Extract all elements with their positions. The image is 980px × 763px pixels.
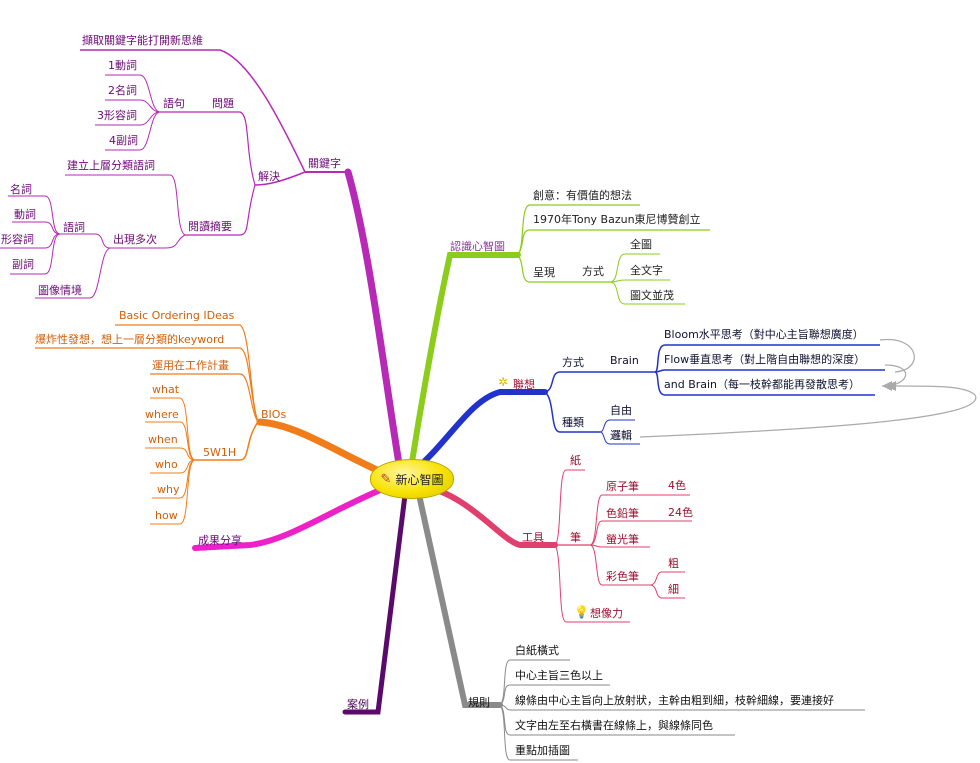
- topic-color-pencil[interactable]: 色鉛筆: [606, 507, 639, 520]
- topic-when[interactable]: when: [148, 433, 178, 446]
- topic-rule-3[interactable]: 線條由中心主旨向上放射狀，主幹由粗到細，枝幹細線，要連接好: [515, 694, 834, 707]
- topic-appear-multiple[interactable]: 出現多次: [113, 233, 157, 246]
- topic-imagination[interactable]: 想像力: [590, 607, 623, 620]
- branch-know: [409, 252, 521, 465]
- branch-cases: [342, 492, 408, 715]
- topic-tools[interactable]: 工具: [522, 531, 544, 544]
- topic-pen[interactable]: 筆: [570, 531, 581, 544]
- topic-explosive-ideas[interactable]: 爆炸性發想，想上一層分類的keyword: [35, 333, 225, 346]
- topic-ballpen[interactable]: 原子筆: [606, 480, 639, 493]
- topic-24-colors[interactable]: 24色: [668, 506, 693, 519]
- central-topic[interactable]: ✎ 新心智圖: [370, 459, 454, 499]
- topic-how[interactable]: how: [155, 509, 178, 522]
- topic-4-colors[interactable]: 4色: [668, 479, 686, 492]
- topic-where[interactable]: where: [145, 408, 179, 421]
- topic-adj[interactable]: 形容詞: [1, 233, 34, 246]
- branch-rules: [415, 487, 503, 708]
- topic-bios[interactable]: BIOs: [261, 408, 287, 421]
- topic-know-mindmap[interactable]: 認識心智圖: [450, 240, 505, 253]
- topic-creative[interactable]: 創意：有價值的想法: [533, 189, 632, 202]
- topic-image-scene[interactable]: 圖像情境: [38, 284, 82, 297]
- topic-who[interactable]: who: [155, 458, 178, 471]
- lightbulb-icon: 💡: [574, 605, 589, 619]
- topic-paper[interactable]: 紙: [570, 454, 581, 467]
- topic-thick[interactable]: 粗: [668, 557, 679, 570]
- topic-what[interactable]: what: [152, 383, 180, 396]
- topic-full-text[interactable]: 全文字: [630, 264, 663, 277]
- topic-keyword[interactable]: 關鍵字: [308, 157, 341, 170]
- topic-why[interactable]: why: [157, 483, 180, 496]
- topic-know-method[interactable]: 方式: [582, 265, 604, 278]
- topic-adv[interactable]: 副詞: [12, 258, 34, 271]
- topic-verb-1[interactable]: 1動詞: [108, 59, 137, 72]
- topic-flow[interactable]: Flow垂直思考（對上階自由聯想的深度）: [664, 353, 866, 366]
- topic-kind[interactable]: 種類: [562, 416, 584, 429]
- topic-noun[interactable]: 名詞: [10, 183, 32, 196]
- topic-rules[interactable]: 規則: [468, 696, 490, 709]
- topic-noun-2[interactable]: 2名詞: [108, 84, 137, 97]
- branch-keyword: [344, 168, 404, 474]
- topic-rule-5[interactable]: 重點加插圖: [515, 744, 570, 757]
- topic-brain[interactable]: Brain: [610, 354, 639, 367]
- topic-basic-ordering-ideas[interactable]: Basic Ordering IDeas: [119, 309, 235, 322]
- topic-logic[interactable]: 邏輯: [610, 429, 632, 442]
- topic-association[interactable]: 聯想: [513, 378, 535, 391]
- star-icon: ✲: [498, 375, 509, 389]
- topic-verb[interactable]: 動詞: [14, 208, 36, 221]
- topic-work-plan[interactable]: 運用在工作計畫: [152, 359, 229, 372]
- topic-reading-summary[interactable]: 閱讀摘要: [188, 220, 232, 233]
- topic-rule-2[interactable]: 中心主旨三色以上: [515, 669, 603, 682]
- topic-and-brain[interactable]: and Brain（每一枝幹都能再發散思考）: [664, 378, 861, 391]
- topic-adj-3[interactable]: 3形容詞: [97, 109, 137, 122]
- topic-keyword-extract[interactable]: 擷取關鍵字能打開新思維: [82, 34, 203, 47]
- branch-assoc: [412, 389, 548, 473]
- topic-adv-4[interactable]: 4副詞: [109, 134, 138, 147]
- topic-bloom[interactable]: Bloom水平思考（對中心主旨聯想廣度）: [664, 328, 864, 341]
- topic-free[interactable]: 自由: [610, 404, 632, 417]
- topic-mixed[interactable]: 圖文並茂: [630, 289, 674, 302]
- topic-rule-4[interactable]: 文字由左至右橫書在線條上，與線條同色: [515, 719, 713, 732]
- topic-sentence[interactable]: 語句: [163, 97, 185, 110]
- topic-rule-1[interactable]: 白紙橫式: [515, 644, 559, 657]
- pencil-icon: ✎: [380, 471, 392, 487]
- topic-share[interactable]: 成果分享: [198, 534, 242, 547]
- topic-assoc-method[interactable]: 方式: [562, 356, 584, 369]
- topic-thin[interactable]: 細: [668, 583, 679, 596]
- topic-problem[interactable]: 問題: [212, 97, 234, 110]
- topic-highlighter[interactable]: 螢光筆: [606, 533, 639, 546]
- topic-solve[interactable]: 解決: [258, 170, 280, 183]
- topic-present[interactable]: 呈現: [533, 266, 555, 279]
- topic-origin[interactable]: 1970年Tony Bazun東尼博贊創立: [533, 213, 701, 226]
- topic-5w1h[interactable]: 5W1H: [203, 446, 237, 459]
- topic-upper-category[interactable]: 建立上層分類語詞: [67, 159, 155, 172]
- topic-cases[interactable]: 案例: [347, 698, 369, 711]
- central-topic-label: 新心智圖: [395, 472, 444, 487]
- topic-color-pen[interactable]: 彩色筆: [606, 570, 639, 583]
- topic-words[interactable]: 語詞: [63, 221, 85, 234]
- branch-share: [192, 482, 395, 551]
- topic-full-image[interactable]: 全圖: [630, 238, 652, 251]
